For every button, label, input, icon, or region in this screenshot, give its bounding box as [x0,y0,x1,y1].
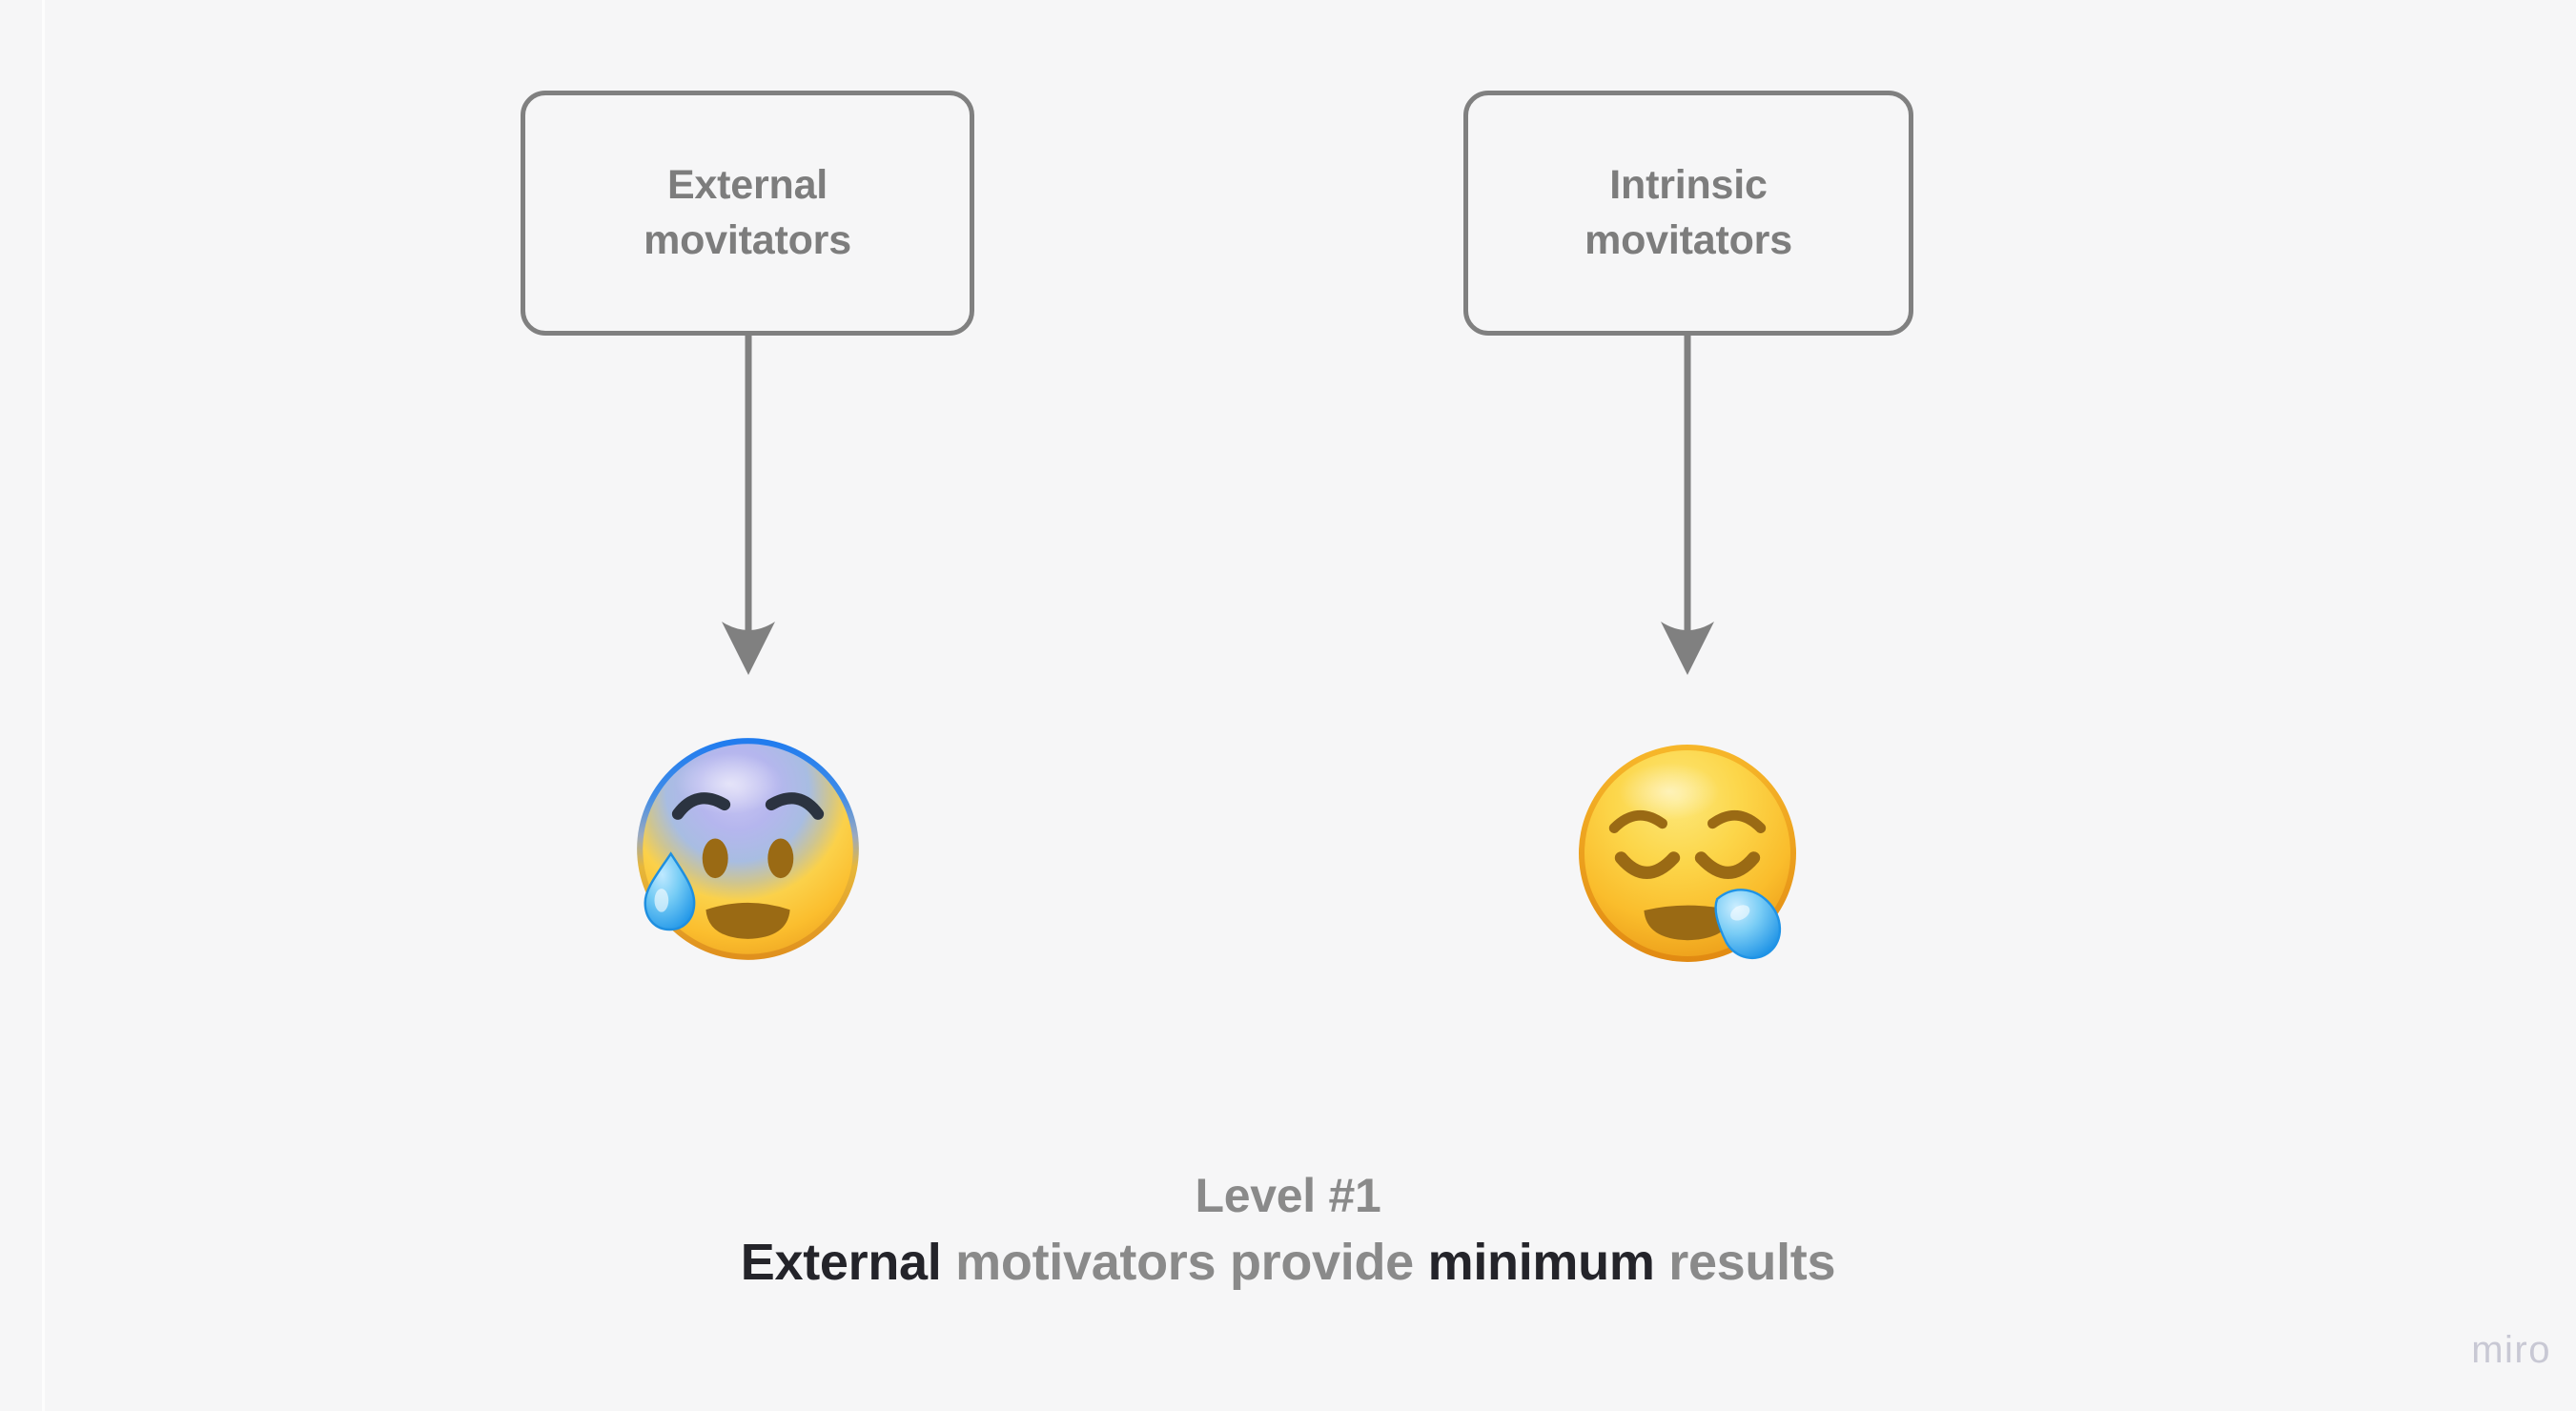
emoji-eyebrow-left [671,792,731,820]
caption-word-motivators-provide: motivators provide [941,1234,1428,1291]
emoji-sweat-drop [644,851,696,931]
caption-statement: External motivators provide minimum resu… [0,1233,2576,1294]
connector-arrow-intrinsic-to-sleepy[interactable] [1649,332,1726,677]
emoji-closed-eye-right [1694,851,1761,879]
node-external-movitators-label: External movitators [644,162,851,263]
emoji-face-highlight [1619,763,1720,821]
caption-word-minimum: minimum [1427,1234,1655,1291]
connector-arrow-external-to-anxious[interactable] [710,332,787,677]
emoji-closed-eye-left [1614,851,1681,879]
node-intrinsic-movitators-label: Intrinsic movitators [1584,162,1792,263]
caption-block[interactable]: Level #1 External motivators provide min… [0,1168,2576,1294]
caption-word-results: results [1654,1234,1836,1291]
emoji-sweat-drop-highlight [654,889,669,912]
emoji-sleep-bubble-highlight [1730,905,1750,921]
emoji-eye-right [767,838,794,879]
caption-level-label: Level #1 [1195,1169,1381,1222]
emoji-eyebrow-right [765,792,825,820]
sleepy-face-emoji[interactable] [1573,739,1802,968]
node-external-movitators[interactable]: External movitators [521,91,974,336]
arrowhead-down-icon [1661,622,1714,675]
anxious-face-with-sweat-emoji[interactable] [631,732,865,966]
miro-watermark: miro [2471,1329,2551,1371]
emoji-eye-left [702,838,728,879]
emoji-eyebrow-left [1608,810,1667,833]
emoji-sleep-bubble [1714,889,1782,960]
caption-word-external: External [740,1234,942,1291]
canvas-left-edge-rule [42,0,45,1411]
arrowhead-down-icon [722,622,775,675]
emoji-mouth [705,902,790,939]
emoji-eyebrow-right [1707,810,1767,833]
node-intrinsic-movitators[interactable]: Intrinsic movitators [1463,91,1913,336]
emoji-mouth [1644,905,1733,941]
